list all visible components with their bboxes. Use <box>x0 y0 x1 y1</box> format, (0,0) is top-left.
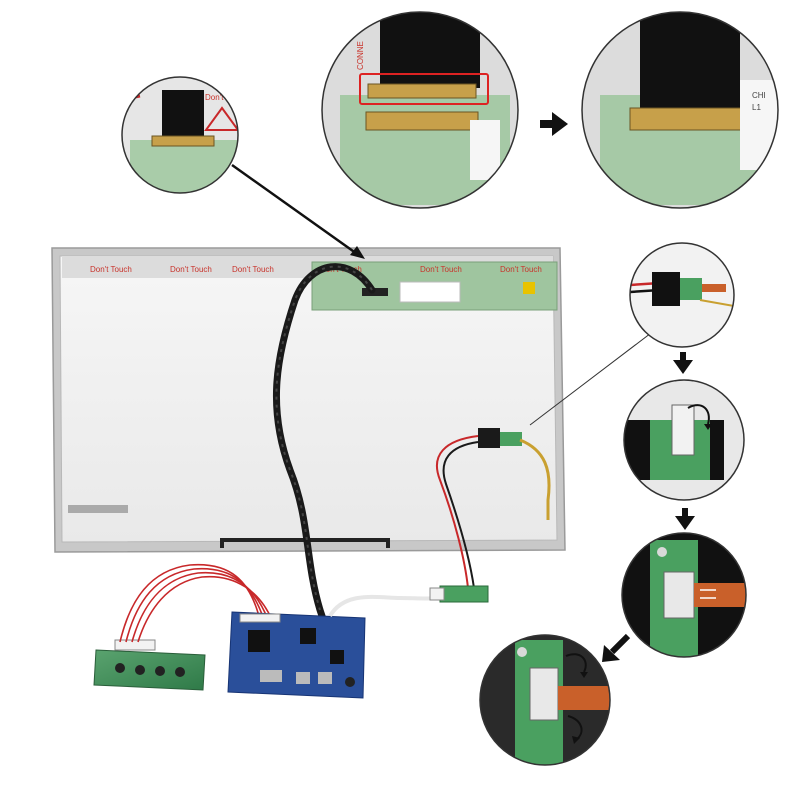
warning-label: Don't Touch <box>90 265 132 274</box>
inverter-board <box>429 585 489 603</box>
backlight-connector <box>435 428 551 589</box>
zoom-circle-backlight-connector <box>629 242 735 348</box>
zoom-circle-connector-after: CHI L1 <box>581 11 779 209</box>
zoom-circle-flex-lift <box>623 379 745 501</box>
warning-label: Don't Touch <box>170 265 212 274</box>
lvds-connector <box>362 288 388 296</box>
warning-label: Don't <box>205 93 224 102</box>
keypad-board <box>93 639 206 691</box>
step-arrow-right <box>540 112 568 136</box>
zoom-circle-flex-lock <box>479 634 611 766</box>
lcd-panel: Don't Touch Don't Touch Don't Touch Don'… <box>51 247 566 553</box>
zoom-circle-flex-insert <box>621 532 747 658</box>
connector-label: CONNE <box>356 41 365 70</box>
pointer-line-backlight <box>529 329 656 426</box>
step-arrow-down <box>675 508 695 530</box>
warning-label: Don't Touch <box>232 265 274 274</box>
zoom-circle-panel-connector: Don't <box>121 76 239 194</box>
step-arrow-down-left <box>602 633 631 662</box>
keypad-ribbon-wires <box>119 563 273 643</box>
controller-board <box>227 611 366 699</box>
zoom-circle-connector-before: CONNE <box>321 11 519 209</box>
step-arrow-down <box>673 352 693 374</box>
panel-model-label: CHI <box>752 91 766 100</box>
pointer-line-lvds <box>231 163 361 258</box>
highlight-box <box>359 73 489 105</box>
warning-label: Don't Touch <box>420 265 462 274</box>
panel-model-label: L1 <box>752 103 761 112</box>
warning-label: Don't Touch <box>500 265 542 274</box>
